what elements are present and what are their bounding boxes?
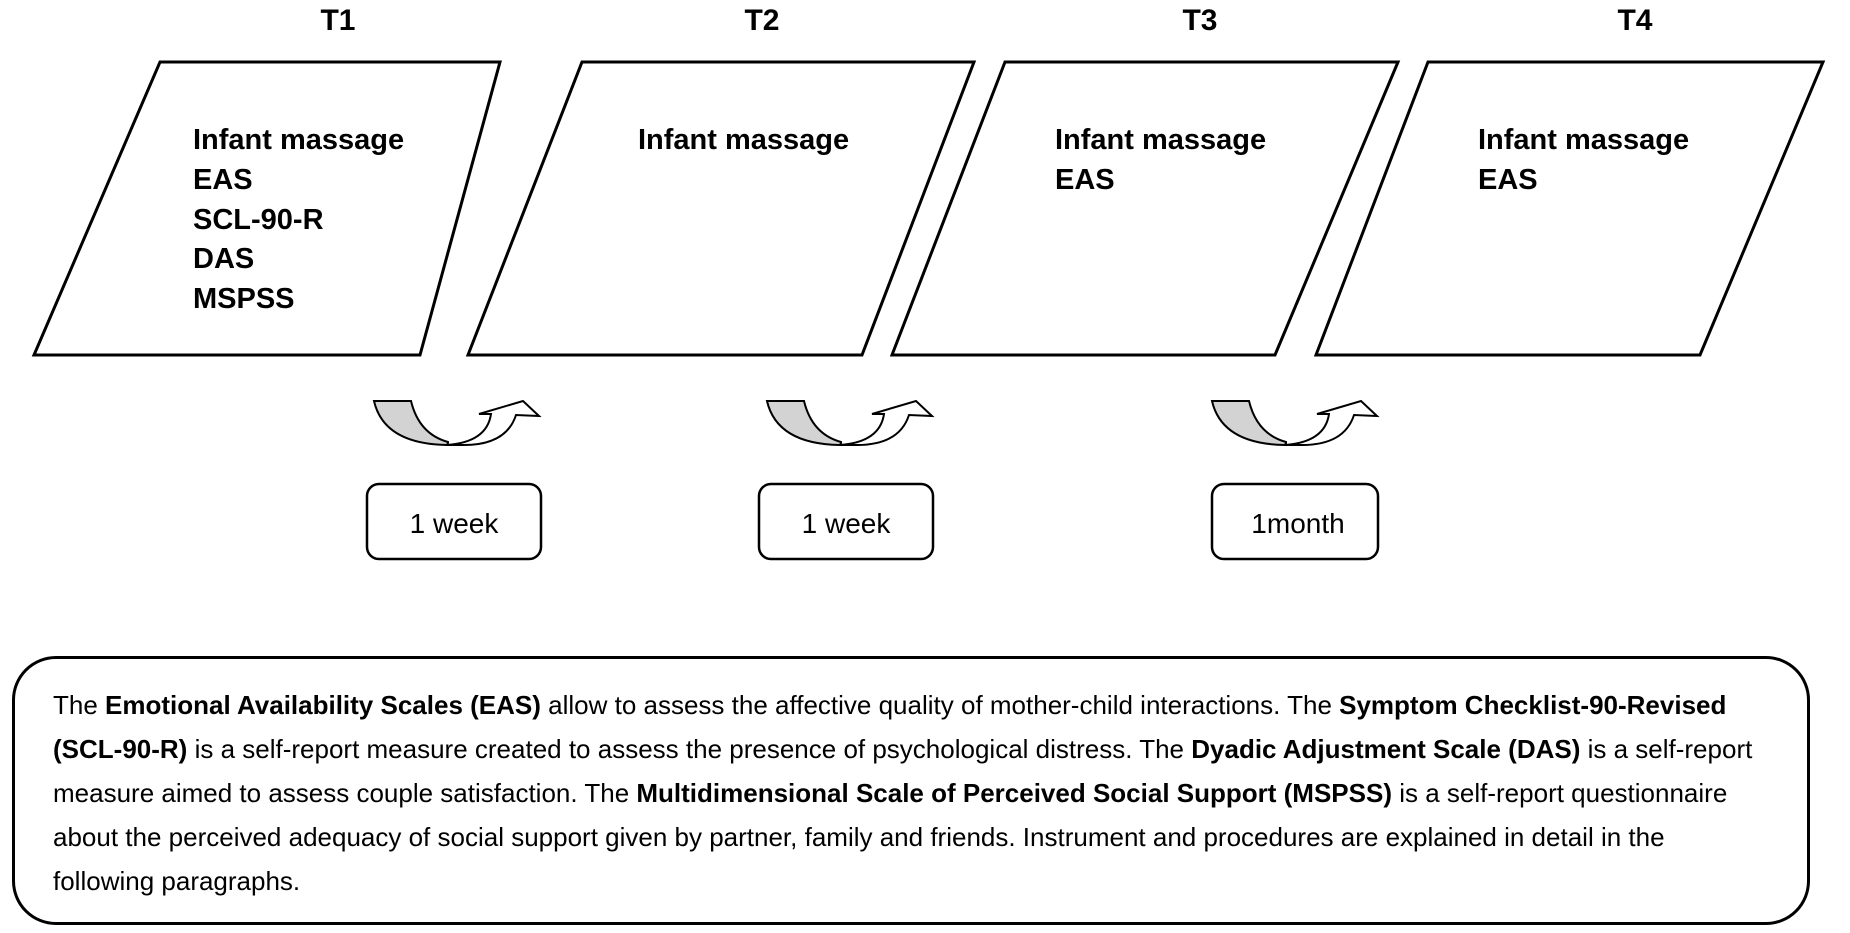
curved-arrow-icon xyxy=(1210,400,1287,447)
curved-arrow-icon xyxy=(1284,399,1380,447)
stage-parallelogram xyxy=(1313,60,1826,357)
interval-arrow-1 xyxy=(372,399,542,447)
legend-segment: is a self-report questionnaire about the… xyxy=(53,778,1728,896)
legend-text: The Emotional Availability Scales (EAS) … xyxy=(53,683,1753,903)
interval-box-2: 1 week xyxy=(757,482,935,561)
curved-arrow-icon xyxy=(372,400,449,447)
stage-parallelogram xyxy=(889,60,1401,357)
legend-segment: is a self-report measure aimed to assess… xyxy=(53,734,1753,808)
legend-term-mspss: Multidimensional Scale of Perceived Soci… xyxy=(636,778,1392,808)
stage-t3: T3 Infant massage EAS xyxy=(889,4,1401,357)
interval-label: 1month xyxy=(1251,508,1344,539)
stage-measure: Infant massage xyxy=(1055,124,1266,156)
interval-label: 1 week xyxy=(802,508,892,539)
legend-term-das: Dyadic Adjustment Scale (DAS) xyxy=(1191,734,1581,764)
stage-measure: EAS xyxy=(1055,164,1115,196)
stage-measure: Infant massage xyxy=(193,124,404,156)
legend-segment: is a self-report measure created to asse… xyxy=(187,734,1192,764)
stage-parallelogram xyxy=(31,60,502,357)
interval-box-1: 1 week xyxy=(365,482,543,561)
interval-arrow-2 xyxy=(765,399,935,447)
stage-title: T2 xyxy=(744,4,779,37)
stage-parallelogram xyxy=(465,60,977,357)
stage-title: T4 xyxy=(1617,4,1652,37)
stage-measure: DAS xyxy=(193,243,254,275)
stage-title: T3 xyxy=(1182,4,1217,37)
legend-term-eas: Emotional Availability Scales (EAS) xyxy=(105,690,541,720)
legend-segment: allow to assess the affective quality of… xyxy=(540,690,1340,720)
stage-measure: MSPSS xyxy=(193,283,295,315)
interval-box xyxy=(757,482,935,561)
interval-box xyxy=(365,482,543,561)
stage-measure: Infant massage xyxy=(638,124,849,156)
interval-arrow-3 xyxy=(1210,399,1380,447)
stage-t4: T4 Infant massage EAS xyxy=(1313,4,1826,357)
stage-title: T1 xyxy=(320,4,355,37)
stage-measure: SCL-90-R xyxy=(193,204,324,236)
interval-label: 1 week xyxy=(410,508,500,539)
legend-term-scl90r: Symptom Checklist-90-Revised (SCL-90-R) xyxy=(53,690,1727,764)
stage-measure: Infant massage xyxy=(1478,124,1689,156)
curved-arrow-icon xyxy=(839,399,935,447)
curved-arrow-icon xyxy=(446,399,542,447)
stage-measure: EAS xyxy=(193,164,253,196)
legend-segment: The xyxy=(53,690,106,720)
stage-measure: EAS xyxy=(1478,164,1538,196)
interval-box xyxy=(1210,482,1380,561)
stage-t2: T2 Infant massage xyxy=(465,4,977,357)
stage-t1: T1 Infant massage EAS SCL-90-R DAS MSPSS xyxy=(31,4,502,357)
curved-arrow-icon xyxy=(765,400,842,447)
interval-box-3: 1month xyxy=(1210,482,1380,561)
legend-box: The Emotional Availability Scales (EAS) … xyxy=(12,656,1810,925)
